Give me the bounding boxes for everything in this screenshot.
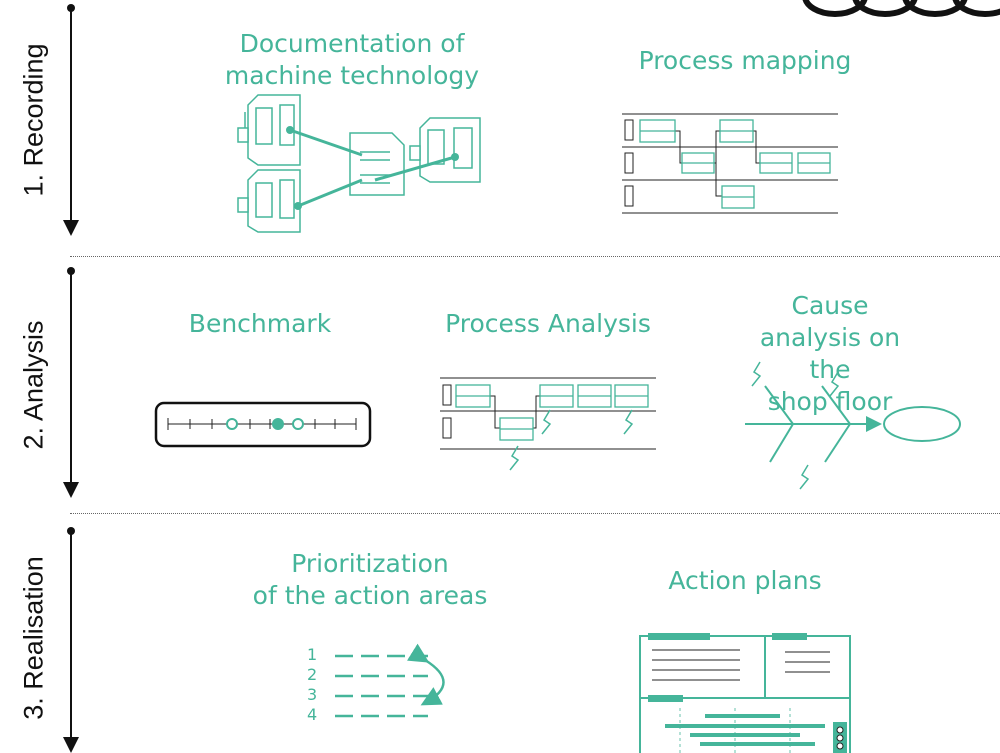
machine-icon: [237, 94, 301, 166]
stage-1-axis: [63, 4, 79, 236]
separator-1: [70, 256, 1000, 257]
title-process-analysis: Process Analysis: [445, 309, 651, 338]
title-documentation: Documentation of machine technology: [224, 29, 480, 90]
priority-number: 3: [307, 685, 318, 704]
priority-number: 2: [307, 665, 318, 684]
priority-number: 4: [307, 705, 318, 724]
priority-number: 1: [307, 645, 318, 664]
machine-icon: [237, 169, 301, 233]
title-prioritization: Prioritization of the action areas: [252, 549, 488, 610]
title-process-mapping: Process mapping: [638, 46, 852, 75]
stage-3-axis: [63, 527, 79, 753]
title-benchmark: Benchmark: [188, 309, 332, 338]
stage-2-axis: [63, 267, 79, 498]
title-action-plans: Action plans: [668, 566, 822, 595]
priority-number-list: 1 2 3 4: [307, 645, 317, 725]
separator-2: [70, 513, 1000, 514]
title-cause-analysis: Cause analysis on the shop floor: [759, 291, 901, 416]
